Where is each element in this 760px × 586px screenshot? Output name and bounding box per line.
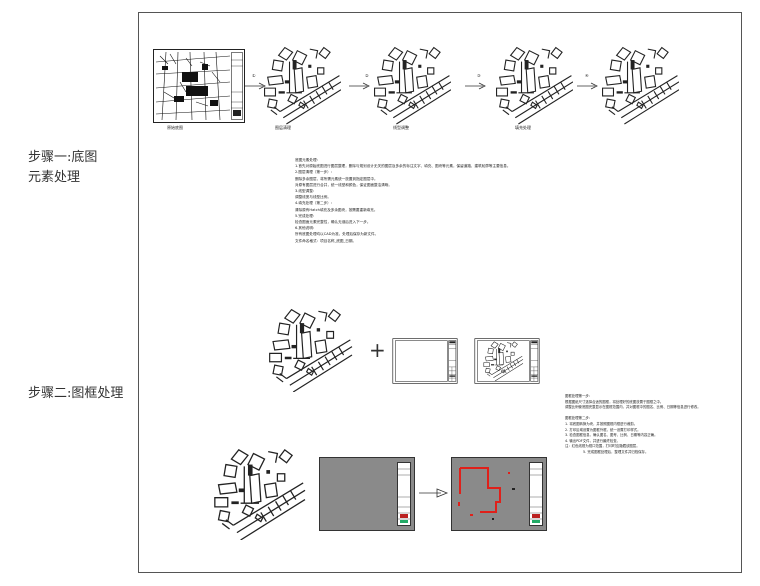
note-line: 所有底图处理均以CAD为准，处理后保存为新文件。 (295, 232, 379, 237)
note-line: 6.其他说明： (295, 226, 317, 231)
note-line: 对原有图层进行合并，统一线型和颜色，保证图面整洁清晰。 (295, 182, 393, 187)
arrow-icon (577, 82, 598, 90)
viewport-title-block (529, 462, 543, 526)
arrow-icon (349, 82, 370, 90)
gray-framed-sheet (319, 457, 415, 531)
step-one-panel: 原始底图 图层清理 线型调整 填充处理 ① ② ③ ④ 底图元素处理： 1.首先… (138, 12, 742, 292)
note-line: 文件命名格式：项目名称_底图_日期。 (295, 238, 357, 243)
arrow-marker: ① (252, 73, 256, 78)
note-line: 根据图纸尺寸选择合适的图框，将处理好的底图放置于图框之中。 (565, 399, 664, 404)
note-line: 调整线宽与线型比例。 (295, 195, 331, 200)
note-line: 4. 输出PDF文件，并进行最终检查。 (565, 438, 620, 443)
plus-sign: + (369, 338, 386, 362)
original-site-plan (155, 51, 231, 121)
stage-caption: 填充处理 (515, 125, 531, 130)
note-line: 2. 打印区域设置为图框外框，统一设置打印样式。 (565, 427, 641, 432)
note-line: 调整比例使底图完整显示在图框范围内，并对图框中的图名、比例、日期等信息进行修改。 (565, 405, 701, 410)
step-one-label: 步骤一:底图元素处理 (28, 150, 98, 185)
stage-original-drawing (153, 49, 245, 123)
note-line: 5.完成处理： (295, 213, 317, 218)
site-plan-base (269, 309, 353, 392)
gray-title-block-lines (398, 468, 410, 523)
step-two-notes: 图框处理第一步： 根据图纸尺寸选择合适的图框，将处理好的底图放置于图框之中。 调… (565, 394, 737, 456)
site-plan-stage-5 (601, 46, 679, 125)
frame-with-plan (473, 338, 541, 384)
arrow-marker: ③ (477, 73, 481, 78)
note-line: 图框处理第二步： (565, 416, 593, 421)
viewport-outline (458, 467, 515, 520)
arrow-icon (465, 82, 486, 90)
step-two-panel: + (138, 290, 742, 573)
site-plan-stage-4 (495, 46, 573, 125)
note-line: 5. 完成图框处理后，整理文件并归档保存。 (583, 449, 649, 454)
arrow-marker: ④ (585, 73, 589, 78)
note-line: 2.图层清理（第一步）： (295, 170, 335, 175)
step-two-label: 步骤二:图框处理 (28, 386, 124, 401)
note-line: 3. 检查图框信息，确认图名、图号、比例、日期等内容正确。 (565, 433, 658, 438)
note-line: 图框处理第一步： (565, 394, 593, 398)
original-title-block (231, 52, 243, 120)
site-plan-stage-3 (373, 46, 451, 125)
gray-title-block (397, 462, 411, 526)
blank-frame (392, 338, 458, 384)
framed-plan-content (483, 341, 524, 381)
stage-caption: 图层清理 (275, 125, 291, 130)
stage-caption: 原始底图 (167, 125, 183, 130)
note-line: 注：红色线框为视口范围，打印时应隐藏该图层。 (565, 444, 640, 449)
note-line: 清除原有Hatch填充及多余图块，按需要重新填充。 (295, 207, 378, 212)
note-line: 4.填充处理（第二步）： (295, 201, 335, 206)
step-one-notes: 底图元素处理： 1.首先对原始底图进行图层整理，删除与规划设计无关的图层及多余的… (295, 157, 510, 244)
arrow-icon (419, 488, 449, 498)
note-line: 底图元素处理： (295, 158, 321, 162)
note-line: 3.线型调整： (295, 189, 317, 194)
note-line: 1.首先对原始底图进行图层整理，删除与规划设计无关的图层及多余的标注文字、填充、… (295, 164, 511, 169)
note-line: 删除多余图层，将所需元素统一放置到指定图层中。 (295, 176, 378, 181)
red-viewport-sheet (451, 457, 547, 531)
site-plan-base-lower (214, 449, 306, 540)
site-plan-stage-2 (263, 46, 341, 125)
stage-caption: 线型调整 (393, 125, 409, 130)
note-line: 检查图面元素完整性，确认无误后进入下一步。 (295, 220, 371, 225)
note-line: 1. 将底图转换为块，并按照图框内框进行裁剪。 (565, 421, 638, 426)
viewport-title-block-lines (530, 468, 542, 523)
arrow-icon (245, 82, 266, 90)
arrow-marker: ② (365, 73, 369, 78)
